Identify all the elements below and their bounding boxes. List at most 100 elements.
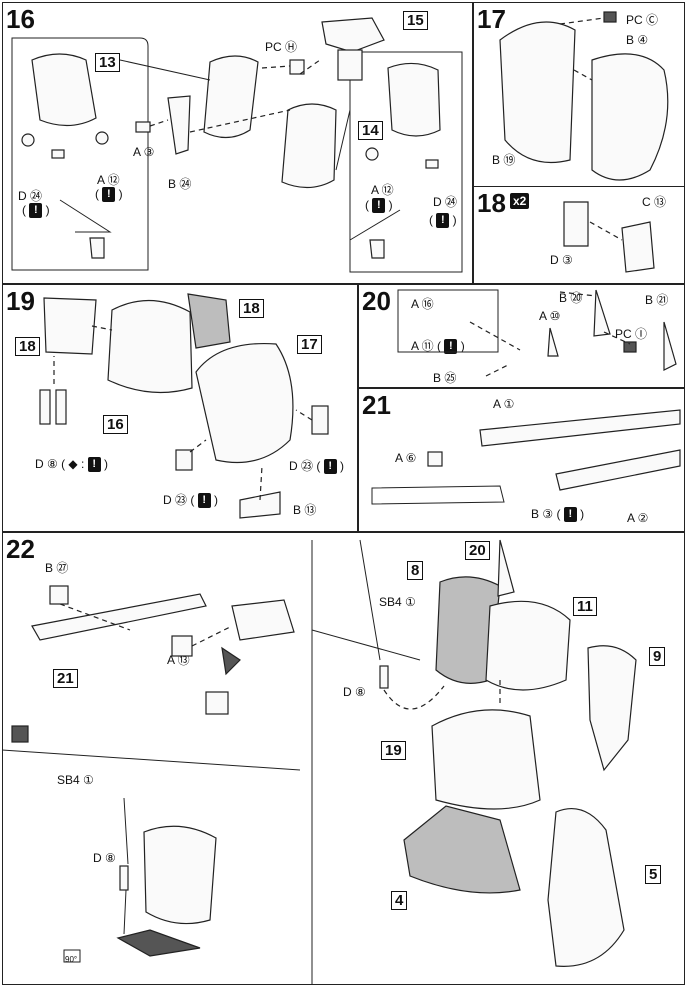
blade-b21: [663, 321, 677, 371]
pin-part: [95, 131, 109, 145]
label-d8-left: D ⑧: [93, 851, 116, 865]
part-callout-4: 4: [391, 891, 408, 910]
assembly-guides: [589, 221, 623, 241]
rifle-21: [31, 593, 207, 641]
step-16-panel: 16 13 15 14 PC Ⓗ A ③ B ㉔ D ㉔ A ⑫ A ⑫ D ㉔…: [2, 2, 473, 284]
label-d23-right: D ㉓ ( ! ): [289, 459, 345, 475]
shield-part: [31, 53, 97, 127]
part-b13: [239, 491, 281, 519]
fin-20: [497, 539, 515, 597]
pin-part: [365, 147, 379, 161]
forearm: [231, 599, 295, 641]
label-d24-right: D ㉔: [433, 195, 458, 209]
part-callout-21: 21: [53, 669, 78, 688]
step-number: 18: [477, 188, 506, 218]
part-callout-9: 9: [649, 647, 666, 666]
divider-lines: [1, 540, 313, 985]
label-d23-left: D ㉓ ( ! ): [163, 493, 219, 509]
inset-box-left: [11, 37, 149, 271]
joint-part: [337, 49, 363, 81]
part-d8: [55, 389, 67, 425]
label-a2: A ②: [627, 511, 649, 525]
part-a13: [171, 635, 193, 657]
detail-lines: [59, 199, 401, 241]
label-pc-h: PC Ⓗ: [265, 40, 298, 54]
assembly-guides: [559, 17, 605, 81]
part-b27: [49, 585, 69, 605]
part-callout-8: 8: [407, 561, 424, 580]
pin-part: [21, 133, 35, 147]
part-d8: [39, 389, 51, 425]
part-callout-18: 18: [239, 299, 264, 318]
label-a16: A ⑯: [411, 297, 434, 311]
step-number: 16: [6, 4, 35, 34]
label-b3: B ③ ( ! ): [531, 507, 585, 523]
quantity-badge: x2: [510, 193, 530, 209]
part-callout-14: 14: [358, 121, 383, 140]
label-b13: B ⑬: [293, 503, 317, 517]
label-b20: B ⑳: [559, 291, 583, 305]
part-b24: [167, 95, 191, 155]
pin-part: [51, 149, 65, 159]
part-pci: [623, 341, 637, 353]
body-cover-b4: [591, 53, 669, 181]
part-callout-5: 5: [645, 865, 662, 884]
label-sb4-final: SB4 ①: [379, 595, 416, 609]
part-d8: [119, 865, 129, 891]
part-callout-15: 15: [403, 11, 428, 30]
label-b27: B ㉗: [45, 561, 69, 575]
side-armor-18: [43, 297, 97, 355]
cable-line: [123, 797, 129, 935]
part-c13: [621, 221, 655, 273]
detail-icon: [89, 237, 105, 259]
rifle-lower: [555, 449, 681, 491]
step-number: 22: [6, 534, 35, 564]
label-c13: C ⑬: [642, 195, 667, 209]
arm-9: [587, 645, 637, 772]
part-callout-11: 11: [573, 597, 597, 616]
legs-4: [403, 805, 521, 894]
arrow-down: [221, 646, 241, 676]
label-b24: B ㉔: [168, 177, 192, 191]
label-d3: D ③: [550, 253, 573, 267]
part-callout-16: 16: [103, 415, 128, 434]
side-armor-18-top: [187, 293, 231, 349]
label-d24-left: D ㉔: [18, 189, 43, 203]
part-callout-13: 13: [95, 53, 120, 72]
label-a10: A ⑩: [539, 309, 561, 323]
part-d23: [311, 405, 329, 435]
label-b19: B ⑲: [492, 153, 516, 167]
inset-box: [397, 289, 499, 353]
assembly-guides: [59, 603, 233, 647]
torso-16: [107, 299, 193, 394]
label-b4: B ④: [626, 33, 649, 47]
part-d8: [379, 665, 389, 689]
warning-mark: ( ! ): [365, 198, 393, 214]
blade-b20: [593, 289, 611, 337]
step-number: 17: [477, 4, 506, 34]
warning-mark: ( ! ): [429, 213, 457, 229]
part-pcc: [603, 11, 617, 23]
label-a12-right: A ⑫: [371, 183, 394, 197]
assembly-guides: [149, 59, 321, 133]
torso-detail: [143, 825, 217, 925]
shield-part: [387, 62, 441, 137]
part-a6: [427, 451, 443, 467]
cover-5: [547, 808, 625, 967]
label-a6: A ⑥: [395, 451, 417, 465]
step-number: 20: [362, 286, 391, 316]
label-d8-final: D ⑧: [343, 685, 366, 699]
part-callout-20: 20: [465, 541, 490, 560]
step-number: 21: [362, 390, 391, 420]
shoulder-part-15: [321, 17, 385, 53]
shield-part: [281, 103, 337, 189]
label-a12-left: A ⑫: [97, 173, 120, 187]
label-b21: B ㉑: [645, 293, 669, 307]
detail-icon: [369, 239, 385, 259]
rotate-icon: [63, 949, 81, 963]
body-17: [195, 342, 294, 464]
cable-line: [311, 539, 421, 661]
step-number: 19: [6, 286, 35, 316]
